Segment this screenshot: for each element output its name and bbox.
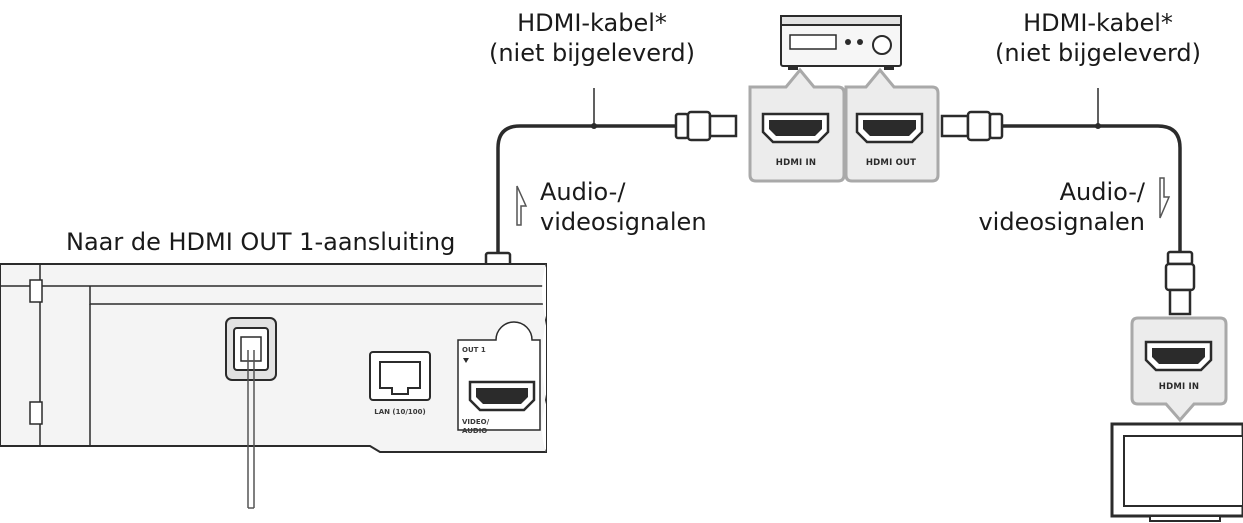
lan-port-label: LAN (10/100): [374, 408, 425, 416]
tv-hdmi-in-panel: HDMI IN: [1130, 316, 1228, 423]
signal-left-line2: videosignalen: [540, 208, 707, 236]
receiver-hdmi-in-label: HDMI IN: [776, 158, 816, 168]
signal-left-line1: Audio-/: [540, 178, 626, 206]
signal-right-line1: Audio-/: [1059, 178, 1145, 206]
signal-arrow-up-icon: [516, 185, 528, 226]
player-hdmi-out-port: OUT 1 VIDEO/ AUDIO: [457, 321, 541, 435]
power-inlet-icon: [225, 317, 277, 509]
lan-port-icon: LAN (10/100): [369, 351, 431, 416]
signal-arrow-down-icon: [1159, 177, 1171, 219]
cable-right-label: HDMI-kabel* (niet bijgeleverd): [978, 8, 1218, 68]
hdmi-cable-right: [940, 88, 1196, 316]
signal-left-label: Audio-/ videosignalen: [540, 177, 707, 237]
cable-right-line2: (niet bijgeleverd): [994, 39, 1202, 67]
player-audio-label: AUDIO: [462, 427, 487, 435]
cable-left-line1: HDMI-kabel*: [517, 9, 667, 37]
signal-right-label: Audio-/ videosignalen: [940, 177, 1145, 237]
player-video-label: VIDEO/: [462, 418, 490, 426]
cable-left-line2: (niet bijgeleverd): [488, 39, 696, 67]
tv-hdmi-in-label: HDMI IN: [1159, 382, 1199, 392]
player-port-caption: Naar de HDMI OUT 1-aansluiting: [66, 228, 456, 256]
cable-right-line1: HDMI-kabel*: [1023, 9, 1173, 37]
signal-right-line2: videosignalen: [978, 208, 1145, 236]
av-receiver-icon: [780, 15, 902, 70]
cable-left-label: HDMI-kabel* (niet bijgeleverd): [472, 8, 712, 68]
receiver-hdmi-in-panel: HDMI IN: [748, 67, 846, 183]
tv-icon: [1110, 422, 1243, 522]
receiver-hdmi-out-panel: HDMI OUT: [844, 67, 940, 183]
player-out-label: OUT 1: [462, 346, 486, 354]
receiver-hdmi-out-label: HDMI OUT: [866, 158, 916, 168]
